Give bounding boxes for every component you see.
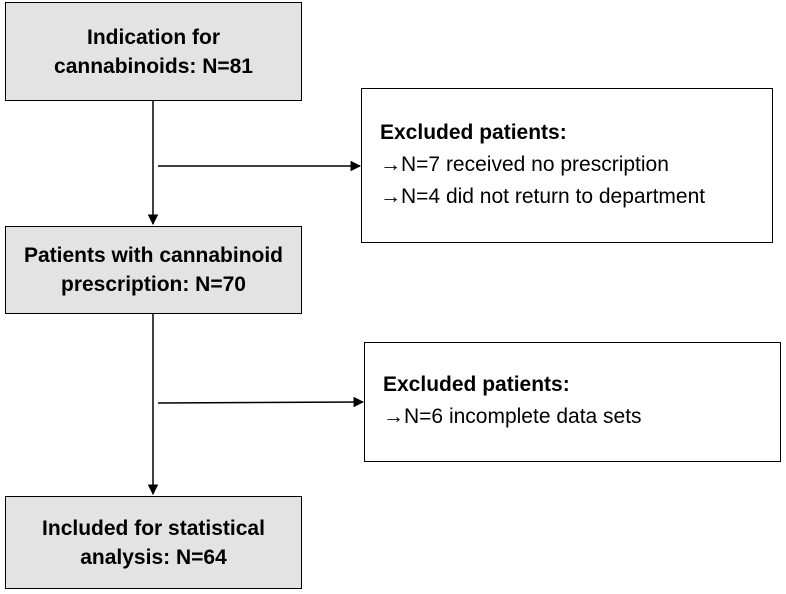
excluded-title-2: Excluded patients:	[383, 373, 570, 396]
excluded-item: →N=7 received no prescription	[380, 153, 669, 176]
excluded-box-2: Excluded patients: →N=6 incomplete data …	[364, 342, 781, 462]
arrow-to-exclusion-2	[157, 396, 365, 408]
analysis-line2: analysis: N=64	[80, 545, 227, 569]
prescription-line1: Patients with cannabinoid	[23, 244, 284, 267]
excluded-item: →N=6 incomplete data sets	[383, 405, 642, 428]
indication-line1: Indication for	[87, 25, 220, 49]
prescription-box: Patients with cannabinoid prescription: …	[5, 226, 302, 314]
excluded-title-1: Excluded patients:	[380, 121, 567, 144]
excluded-item: →N=4 did not return to department	[380, 185, 706, 208]
indication-box: Indication for cannabinoids: N=81	[5, 2, 302, 101]
indication-line2: cannabinoids: N=81	[54, 54, 253, 78]
analysis-box: Included for statistical analysis: N=64	[5, 496, 302, 589]
prescription-line2: prescription: N=70	[61, 273, 246, 296]
analysis-line1: Included for statistical	[42, 516, 265, 540]
excluded-box-1: Excluded patients: →N=7 received no pres…	[361, 88, 773, 243]
